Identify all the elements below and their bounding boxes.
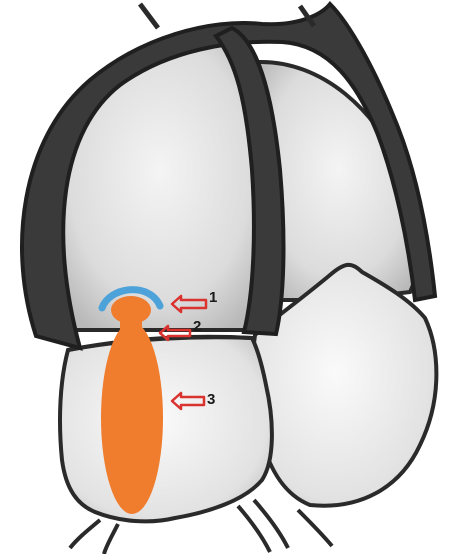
label-1: 1: [209, 289, 217, 306]
bottom-stub-mid: [238, 500, 288, 552]
lower-left-chamber: [60, 337, 272, 521]
bottom-stub-left: [70, 520, 118, 554]
label-3: 3: [207, 391, 215, 408]
orange-structure-cap: [111, 296, 151, 324]
bottom-stub-right: [298, 510, 332, 546]
vessel-top-left: [140, 4, 158, 28]
label-2: 2: [193, 318, 201, 335]
